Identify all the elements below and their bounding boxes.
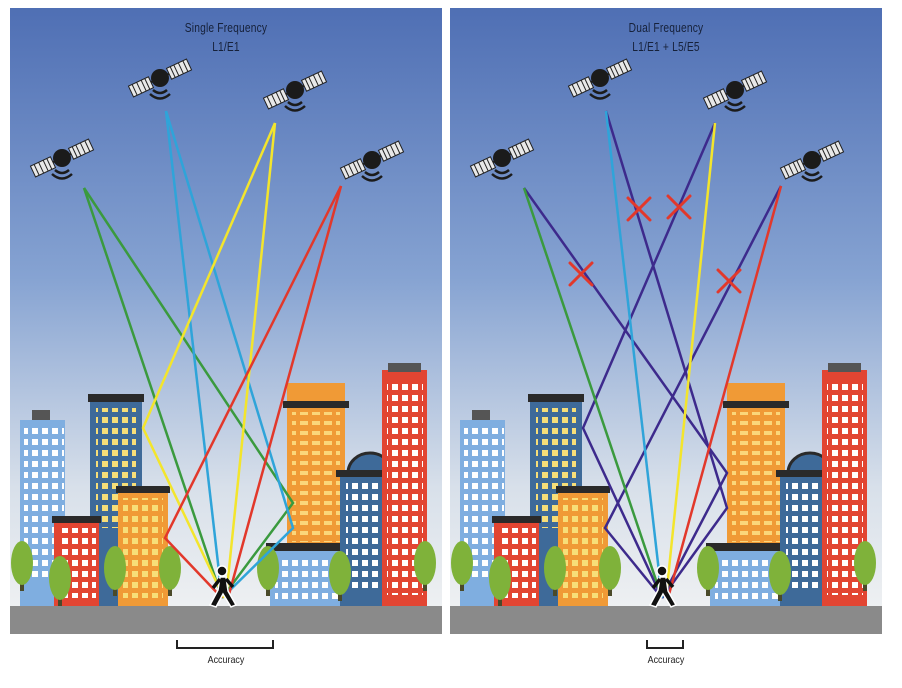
accuracy-label: Accuracy xyxy=(207,654,245,666)
signal-paths xyxy=(82,110,343,599)
single-frequency-illustration xyxy=(10,8,442,649)
rejected-markers xyxy=(568,194,742,294)
accuracy-label: Accuracy xyxy=(647,654,685,666)
panel-title: Dual Frequency xyxy=(628,21,704,35)
reject-x-icon xyxy=(626,196,652,222)
reject-x-icon xyxy=(716,268,742,294)
accuracy-bracket xyxy=(646,640,684,649)
reject-x-icon xyxy=(568,261,594,287)
street xyxy=(10,606,442,634)
reject-x-icon xyxy=(666,194,692,220)
pedestrian-icon xyxy=(648,565,678,608)
single-frequency-panel: Single Frequency L1/E1 Accuracy xyxy=(10,8,442,686)
pedestrian-icon xyxy=(208,565,238,608)
dual-frequency-illustration xyxy=(450,8,882,649)
street xyxy=(450,606,882,634)
dual-frequency-panel: Dual Frequency L1/E1 + L5/E5 Accuracy xyxy=(450,8,882,686)
accuracy-bracket xyxy=(176,640,274,649)
panel-subtitle: L1/E1 xyxy=(212,40,240,54)
direct-signals xyxy=(522,110,783,599)
multipath-signals xyxy=(522,110,783,599)
panel-title: Single Frequency xyxy=(184,21,268,35)
panel-subtitle: L1/E1 + L5/E5 xyxy=(632,40,700,54)
city-buildings xyxy=(460,363,867,608)
